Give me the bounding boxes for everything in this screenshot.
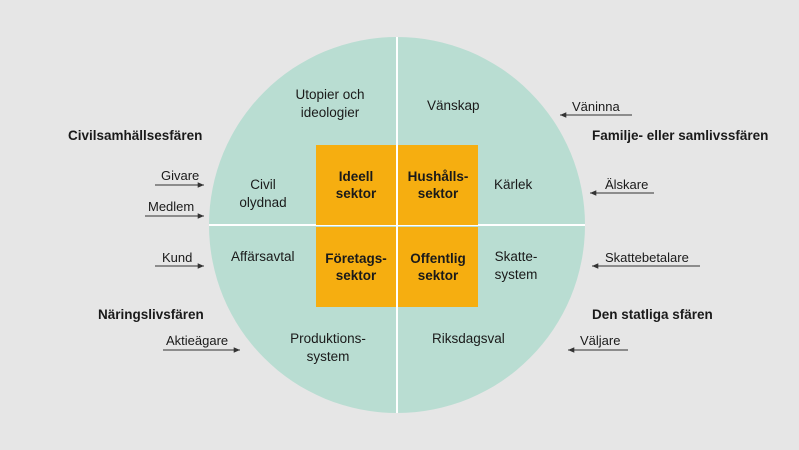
role-lover: Älskare (605, 177, 649, 192)
sphere-business: Näringslivsfären (98, 307, 204, 322)
quadrant-parliament-election: Riksdagsval (432, 331, 505, 346)
role-voter: Väljare (580, 333, 621, 348)
role-member: Medlem (148, 199, 195, 214)
role-customer: Kund (162, 250, 193, 265)
sphere-state: Den statliga sfären (592, 307, 713, 322)
quadrant-business-deal: Affärsavtal (231, 249, 295, 264)
quadrant-love: Kärlek (494, 177, 533, 192)
role-girlfriend: Väninna (572, 99, 620, 114)
role-giver: Givare (161, 168, 200, 183)
sector-business: Företags- sektor (316, 227, 396, 307)
role-taxpayer: Skattebetalare (605, 250, 689, 265)
quadrant-friendship: Vänskap (427, 98, 480, 113)
sector-ideal: Ideell sektor (316, 145, 396, 225)
quadrant-production-system: Produktions- system (290, 331, 366, 364)
sphere-civil: Civilsamhällsesfären (68, 128, 203, 143)
sector-household: Hushålls- sektor (398, 145, 478, 225)
role-shareholder: Aktieägare (166, 333, 229, 348)
quadrant-tax-system: Skatte- system (494, 249, 538, 282)
quadrant-utopias: Utopier och ideologier (295, 87, 365, 120)
sector-public: Offentlig sektor (398, 227, 478, 307)
quadrant-civil-disobedience: Civil olydnad (239, 177, 287, 210)
sphere-family: Familje- eller samlivssfären (592, 128, 769, 143)
